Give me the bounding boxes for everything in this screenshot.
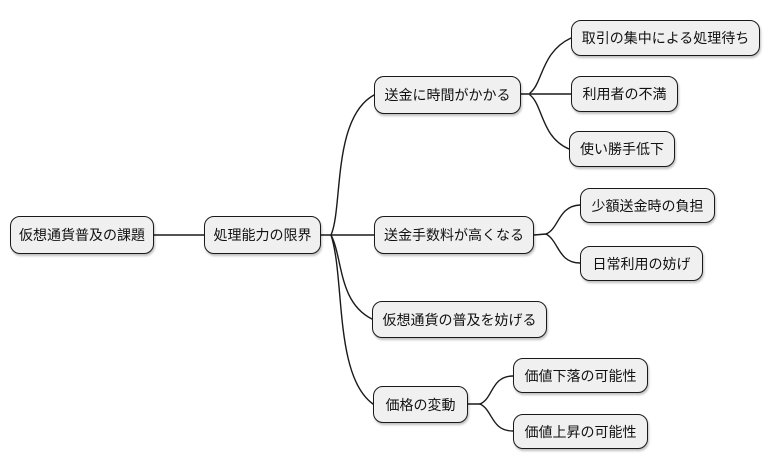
node-branch-1-label: 送金手数料が高くなる: [384, 227, 524, 243]
node-leaf-1-1-label: 日常利用の妨げ: [592, 255, 691, 272]
node-leaf-0-1: 利用者の不満: [571, 76, 678, 112]
edge-branch-1-leaf-0: [545, 204, 581, 235]
edge-branch-3-leaf-1: [479, 403, 514, 432]
node-leaf-0-2-label: 使い勝手低下: [580, 141, 664, 157]
edge-branch-0-leaf-0: [529, 37, 572, 94]
node-branch-0-label: 送金に時間がかかる: [384, 87, 511, 103]
node-branch-2-label: 仮想通貨の普及を妨げる: [382, 311, 537, 328]
edge-trunk-branch-2: [330, 234, 373, 320]
edge-trunk-branch-0: [330, 94, 375, 236]
node-leaf-0-2: 使い勝手低下: [569, 131, 675, 167]
node-leaf-3-0-label: 価値下落の可能性: [524, 367, 637, 384]
node-leaf-0-0: 取引の集中による処理待ち: [571, 20, 760, 56]
node-branch-1: 送金手数料が高くなる: [374, 216, 534, 254]
edge-branch-3-leaf-0: [479, 375, 514, 405]
node-leaf-1-0: 少額送金時の負担: [580, 188, 715, 223]
node-trunk-label: 処理能力の限界: [213, 227, 312, 243]
node-branch-3-label: 価格の変動: [385, 396, 456, 413]
edge-branch-0-leaf-2: [529, 94, 570, 150]
node-leaf-3-1: 価値上昇の可能性: [513, 414, 648, 449]
node-root: 仮想通貨普及の課題: [10, 216, 154, 254]
node-root-label: 仮想通貨普及の課題: [19, 227, 145, 243]
node-trunk: 処理能力の限界: [204, 216, 321, 254]
node-leaf-0-0-label: 取引の集中による処理待ち: [581, 30, 750, 46]
node-branch-0: 送金に時間がかかる: [374, 76, 521, 114]
node-branch-2: 仮想通貨の普及を妨げる: [372, 301, 547, 338]
node-leaf-3-0: 価値下落の可能性: [513, 358, 648, 393]
node-branch-3: 価格の変動: [373, 386, 468, 423]
node-leaf-1-0-label: 少額送金時の負担: [591, 197, 704, 214]
node-leaf-0-1-label: 利用者の不満: [582, 86, 667, 102]
node-leaf-1-1: 日常利用の妨げ: [580, 246, 703, 281]
edge-trunk-branch-3: [330, 234, 374, 405]
node-leaf-3-1-label: 価値上昇の可能性: [524, 423, 637, 440]
edge-branch-1-leaf-1: [545, 233, 581, 264]
edge-branch-1-stub: [533, 233, 547, 236]
